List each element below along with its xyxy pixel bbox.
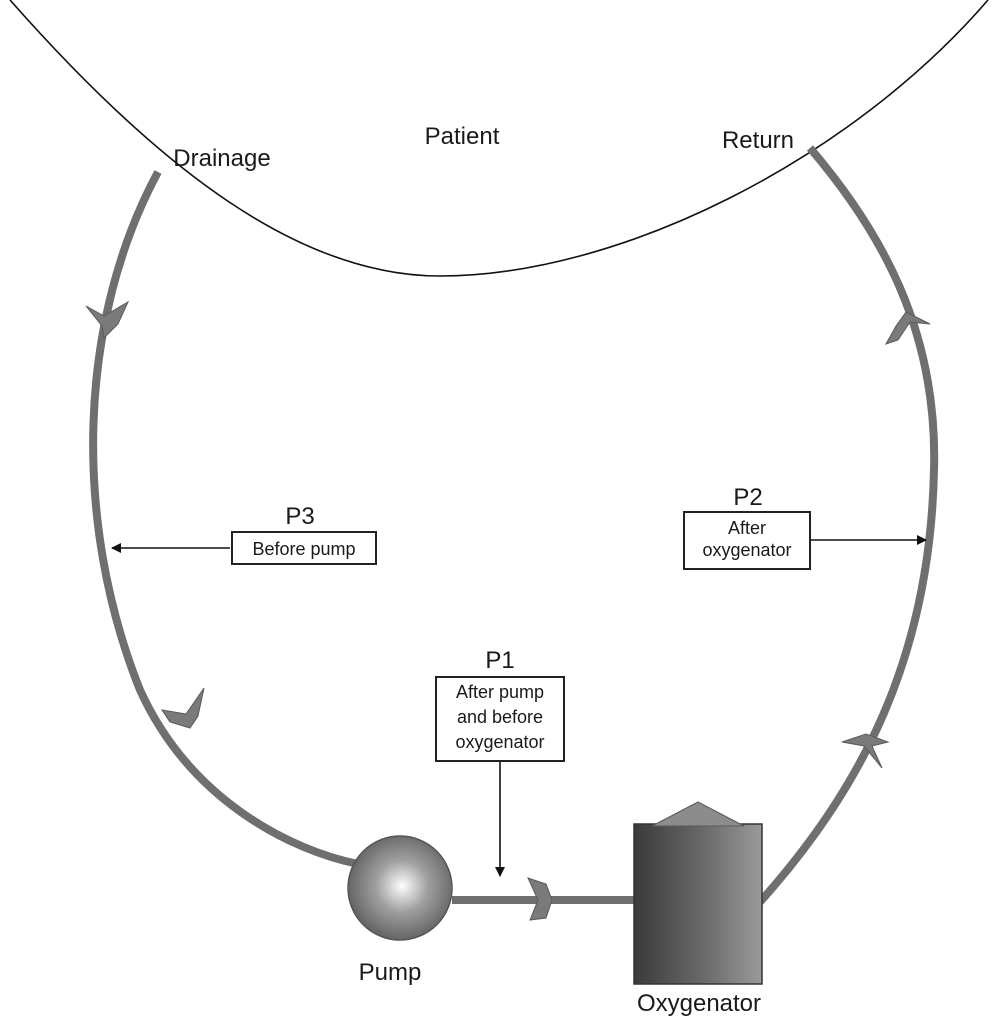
p2-title: P2 [733, 484, 762, 511]
flow-chevron-icon [527, 877, 553, 921]
pump-icon [347, 835, 453, 941]
p2-description-line: After [728, 518, 766, 538]
return-tubing [757, 145, 939, 905]
p1-box [435, 676, 565, 762]
oxygenator-label: Oxygenator [637, 990, 761, 1017]
p2-description-line: oxygenator [702, 540, 791, 560]
patient-body-outline [9, 0, 989, 277]
p1-title: P1 [485, 647, 514, 674]
return-label: Return [722, 127, 794, 154]
flow-chevron-icon [841, 733, 890, 769]
p1-description-line: and before [457, 707, 543, 727]
p1-description-line: oxygenator [455, 732, 544, 752]
drainage-label: Drainage [173, 145, 270, 172]
oxygenator-icon [633, 801, 763, 985]
p1-description-line: After pump [456, 682, 544, 702]
flow-chevron-icon [85, 300, 130, 340]
p3-title: P3 [285, 503, 314, 530]
flow-chevron-icon [160, 687, 205, 729]
drainage-tubing [89, 170, 359, 868]
p3-box [231, 531, 377, 565]
p3-description: Before pump [252, 539, 355, 559]
pump-label: Pump [359, 959, 422, 986]
flow-chevron-icon [884, 311, 931, 345]
p2-box [683, 511, 811, 570]
patient-label: Patient [425, 123, 500, 150]
